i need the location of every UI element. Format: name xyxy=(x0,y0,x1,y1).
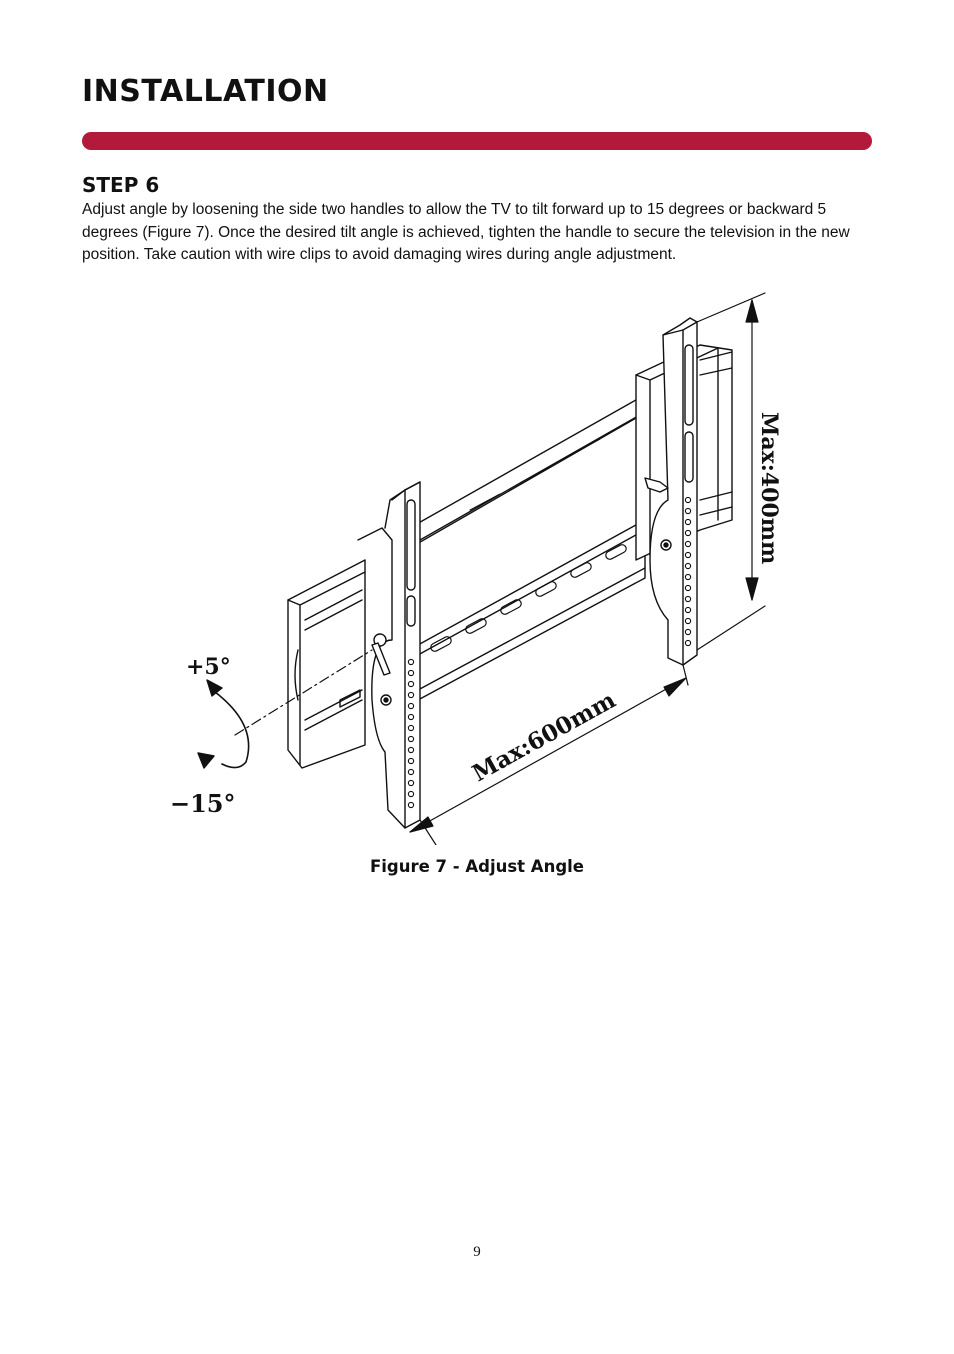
left-tilt-handle xyxy=(371,633,392,706)
tilt-forward-label: −15° xyxy=(170,789,236,818)
tilt-arc-arrow xyxy=(197,679,250,769)
right-tilt-handle xyxy=(644,477,672,551)
page-title: INSTALLATION xyxy=(82,74,329,109)
height-dimension xyxy=(696,292,766,651)
right-tv-arm xyxy=(644,317,698,666)
step-heading: STEP 6 xyxy=(82,173,160,197)
tilt-mount-diagram: Max:400mm Max:600mm +5° −15° xyxy=(170,292,782,845)
height-label: Max:400mm xyxy=(756,412,782,564)
left-tv-arm xyxy=(357,481,421,829)
section-divider-bar xyxy=(82,132,872,150)
tilt-axis-line xyxy=(234,649,373,736)
step-instructions: Adjust angle by loosening the side two h… xyxy=(82,201,850,263)
width-dimension xyxy=(409,664,689,845)
page-number: 9 xyxy=(473,1244,481,1260)
left-wall-bracket xyxy=(287,559,366,769)
width-label: Max:600mm xyxy=(468,686,620,787)
tilt-back-label: +5° xyxy=(186,654,231,680)
wall-plate xyxy=(414,391,651,701)
figure-caption: Figure 7 - Adjust Angle xyxy=(370,857,584,876)
